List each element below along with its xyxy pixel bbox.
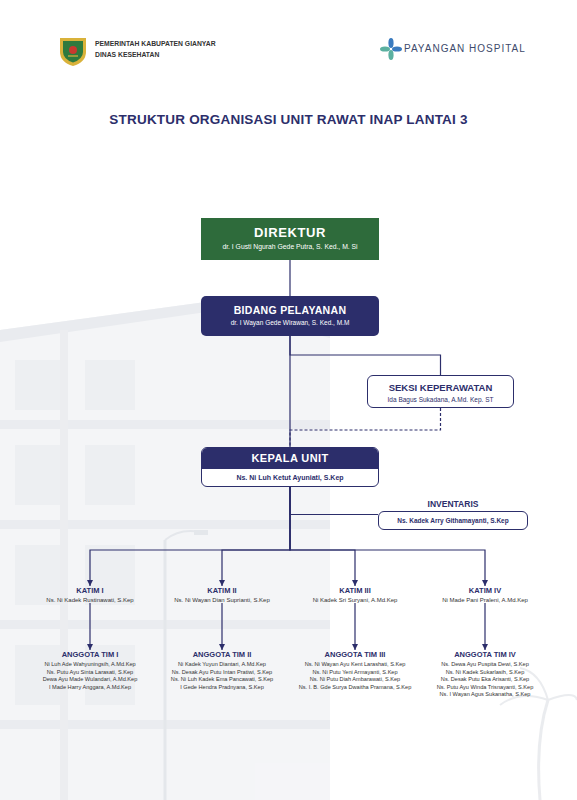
division-box: BIDANG PELAYANAN dr. I Wayan Gede Wirawan…	[201, 296, 379, 336]
connector	[221, 603, 222, 650]
node-subtext: Ns. Ni Putu Diah Ambarawati, S.Kep	[290, 676, 420, 684]
team-members: ANGGOTA TIM II Ni Kadek Yuyun Diantari, A…	[157, 650, 287, 691]
director-box: DIREKTUR dr. I Gusti Ngurah Gede Putra, S…	[201, 218, 379, 260]
connector	[290, 487, 378, 515]
team-leader: KATIM I Ns. Ni Kadek Rustinawati, S.Kep	[28, 586, 152, 603]
node-subtext: I Made Harry Anggara, A.Md.Kep	[25, 684, 155, 692]
node-subtext: Ns. Ni Putu Yeni Armayanti, S.Kep	[290, 669, 420, 677]
section-box: SEKSI KEPERAWATAN Ida Bagus Sukadana, A.M…	[367, 375, 514, 408]
node-subtext: Ns. Desak Ayu Putu Intan Pratiwi, S.Kep	[157, 669, 287, 677]
node-heading: KATIM I	[28, 586, 152, 595]
node-heading: KATIM II	[160, 586, 284, 595]
node-subtext: Ns. Ni Luh Ketut Ayuniati, S.Kep	[202, 469, 378, 486]
connector	[354, 603, 355, 650]
node-subtext: dr. I Wayan Gede Wirawan, S. Ked., M.M	[201, 319, 379, 326]
node-subtext: Ns. Ni Wayan Ayu Kent Larashati, S.Kep	[290, 661, 420, 669]
node-heading: ANGGOTA TIM IV	[420, 650, 550, 659]
node-subtext: Ida Bagus Sukadana, A.Md. Kep. ST	[368, 396, 513, 403]
node-subtext: Ns. Kadek Arry Githamayanti, S.Kep	[378, 511, 528, 530]
connector	[290, 487, 355, 586]
node-subtext: Ns. Ni Kadek Rustinawati, S.Kep	[28, 597, 152, 603]
node-subtext: Ni Kadek Sri Suryani, A.Md.Kep	[293, 597, 417, 603]
node-heading: KATIM IV	[423, 586, 547, 595]
node-subtext: Ni Kadek Yuyun Diantari, A.Md.Kep	[157, 661, 287, 669]
team-leader: KATIM IV Ni Made Pani Praleni, A.Md.Kep	[423, 586, 547, 603]
header-text: DINAS KESEHATAN	[95, 51, 159, 58]
node-subtext: Dewa Ayu Made Wulandari, A.Md.Kep	[25, 676, 155, 684]
node-heading: ANGGOTA TIM I	[25, 650, 155, 659]
gianyar-emblem	[60, 38, 86, 66]
team-leader: KATIM II Ns. Ni Wayan Dian Suprianti, S.K…	[160, 586, 284, 603]
connector	[89, 603, 90, 650]
hospital-name: PAYANGAN HOSPITAL	[404, 43, 526, 54]
node-heading: KEPALA UNIT	[202, 448, 378, 469]
connector	[90, 487, 290, 586]
node-heading: ANGGOTA TIM II	[157, 650, 287, 659]
node-heading: KATIM III	[293, 586, 417, 595]
connector	[290, 336, 441, 375]
node-subtext: Ns. I. B. Gde Surya Dwaitha Pramana, S.K…	[290, 684, 420, 692]
node-heading: DIREKTUR	[201, 225, 379, 240]
node-subtext: dr. I Gusti Ngurah Gede Putra, S. Ked., …	[201, 243, 379, 250]
team-members: ANGGOTA TIM IV Ns. Dewa Ayu Puspita Dewi,…	[420, 650, 550, 699]
building-photo	[0, 300, 577, 800]
node-subtext: Ns. Desak Putu Eka Arisanti, S.Kep	[420, 676, 550, 684]
node-subtext: Ni Made Pani Praleni, A.Md.Kep	[423, 597, 547, 603]
connector	[484, 603, 485, 650]
dashed-connector	[290, 408, 441, 447]
node-subtext: Ns. Ni Luh Kadek Ema Pancawati, S.Kep	[157, 676, 287, 684]
node-subtext: Ns. Ni Wayan Dian Suprianti, S.Kep	[160, 597, 284, 603]
node-heading: BIDANG PELAYANAN	[201, 304, 379, 316]
node-subtext: Ns. Putu Ayu Sinta Larasati, S.Kep	[25, 669, 155, 677]
node-subtext: Ns. Ni Kadek Sukarlasih, S.Kep	[420, 669, 550, 677]
node-heading: SEKSI KEPERAWATAN	[368, 382, 513, 393]
node-heading: ANGGOTA TIM III	[290, 650, 420, 659]
hospital-logo	[380, 38, 402, 60]
connector	[222, 487, 290, 586]
unit-head-box: KEPALA UNITNs. Ni Luh Ketut Ayuniati, S.…	[201, 447, 379, 487]
node-subtext: I Gede Hendra Pradnyana, S.Kep	[157, 684, 287, 692]
connector	[289, 260, 290, 296]
team-members: ANGGOTA TIM I Ni Luh Ade Wahyuningsih, A.…	[25, 650, 155, 691]
node-subtext: Ns. Dewa Ayu Puspita Dewi, S.Kep	[420, 661, 550, 669]
node-subtext: Ns. Putu Ayu Winda Trisnayanti, S.Kep	[420, 684, 550, 692]
node-subtext: Ni Luh Ade Wahyuningsih, A.Md.Kep	[25, 661, 155, 669]
team-members: ANGGOTA TIM III Ns. Ni Wayan Ayu Kent Lar…	[290, 650, 420, 691]
node-subtext: Ns. I Wayan Agus Sukanatha, S.Kep	[420, 691, 550, 699]
node-heading: INVENTARIS	[378, 499, 528, 509]
inventory-box: INVENTARIS Ns. Kadek Arry Githamayanti, S…	[378, 499, 528, 530]
team-leader: KATIM III Ni Kadek Sri Suryani, A.Md.Kep	[293, 586, 417, 603]
header-text: PEMERINTAH KABUPATEN GIANYAR	[95, 40, 216, 47]
chart-title: STRUKTUR ORGANISASI UNIT RAWAT INAP LANT…	[0, 112, 577, 127]
